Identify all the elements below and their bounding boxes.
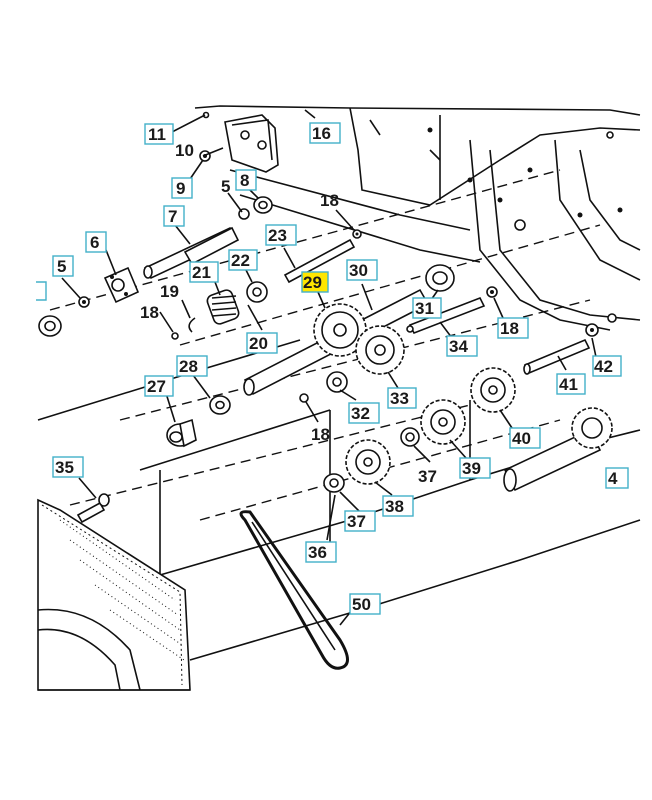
svg-text:20: 20 (249, 334, 268, 353)
svg-text:21: 21 (192, 263, 211, 282)
upper-shaft-assembly (38, 196, 273, 337)
svg-text:6: 6 (90, 233, 99, 252)
svg-text:22: 22 (231, 251, 250, 270)
callout-18-lower[interactable]: 18 (311, 425, 330, 444)
callout-33[interactable]: 33 (387, 387, 417, 409)
callout-11[interactable]: 11 (144, 123, 174, 145)
shaft-30-assembly (243, 264, 498, 396)
svg-text:35: 35 (55, 458, 74, 477)
callout-10[interactable]: 10 (175, 141, 194, 160)
callout-20[interactable]: 20 (246, 332, 278, 354)
svg-text:23: 23 (268, 226, 287, 245)
callout-31[interactable]: 31 (412, 297, 442, 319)
svg-text:41: 41 (559, 375, 578, 394)
svg-text:31: 31 (415, 299, 434, 318)
drive-belt-50 (239, 510, 349, 670)
svg-text:5: 5 (221, 177, 230, 196)
callout-18-right[interactable]: 18 (497, 317, 529, 339)
callout-34[interactable]: 34 (446, 335, 478, 357)
callout-5-upper[interactable]: 5 (221, 177, 230, 196)
callout-38[interactable]: 38 (382, 495, 414, 517)
callout-8[interactable]: 8 (235, 169, 257, 191)
callout-22[interactable]: 22 (228, 249, 258, 271)
svg-text:38: 38 (385, 497, 404, 516)
svg-text:29: 29 (303, 273, 322, 292)
callout-cutoff-left (36, 281, 47, 301)
svg-text:28: 28 (179, 357, 198, 376)
svg-text:18: 18 (500, 319, 519, 338)
shaft-34 (406, 296, 486, 335)
svg-text:4: 4 (608, 469, 618, 488)
bearings-27-28-32 (166, 371, 348, 448)
svg-text:32: 32 (351, 404, 370, 423)
gearbox-housing (37, 498, 191, 691)
callout-4[interactable]: 4 (605, 467, 629, 489)
svg-text:7: 7 (168, 207, 177, 226)
callout-29-highlighted[interactable]: 29 (301, 271, 329, 293)
svg-text:18: 18 (140, 303, 159, 322)
callout-27[interactable]: 27 (144, 375, 174, 397)
callout-5-left[interactable]: 5 (52, 255, 74, 277)
svg-text:50: 50 (352, 595, 371, 614)
svg-text:40: 40 (512, 429, 531, 448)
callout-18-upper[interactable]: 18 (320, 191, 339, 210)
callout-42[interactable]: 42 (592, 355, 622, 377)
svg-text:36: 36 (308, 543, 327, 562)
svg-text:37: 37 (418, 467, 437, 486)
callout-28[interactable]: 28 (176, 355, 208, 377)
callout-23[interactable]: 23 (265, 224, 297, 246)
callout-37-left[interactable]: 37 (344, 510, 376, 532)
svg-text:27: 27 (147, 377, 166, 396)
sprockets-38-39 (323, 399, 613, 493)
svg-text:18: 18 (311, 425, 330, 444)
sprocket-40-shaft-41 (470, 313, 617, 413)
svg-text:42: 42 (594, 357, 613, 376)
callout-7[interactable]: 7 (163, 205, 185, 227)
svg-text:5: 5 (57, 257, 66, 276)
callout-9[interactable]: 9 (171, 177, 193, 199)
svg-text:18: 18 (320, 191, 339, 210)
callout-37-right[interactable]: 37 (418, 467, 437, 486)
gear-21-bushing-22 (171, 281, 268, 340)
callout-32[interactable]: 32 (348, 402, 380, 424)
callout-21[interactable]: 21 (189, 261, 219, 283)
callout-50[interactable]: 50 (349, 593, 381, 615)
callout-18-left[interactable]: 18 (140, 303, 159, 322)
callout-16[interactable]: 16 (309, 122, 341, 144)
svg-text:19: 19 (160, 282, 179, 301)
callout-35[interactable]: 35 (52, 456, 84, 478)
svg-text:34: 34 (449, 337, 468, 356)
callout-19[interactable]: 19 (160, 282, 179, 301)
svg-text:39: 39 (462, 459, 481, 478)
callout-41[interactable]: 41 (556, 373, 586, 395)
mounting-bracket (199, 111, 279, 173)
callout-30[interactable]: 30 (346, 259, 378, 281)
svg-text:16: 16 (312, 124, 331, 143)
svg-text:8: 8 (240, 171, 249, 190)
svg-text:30: 30 (349, 261, 368, 280)
callout-39[interactable]: 39 (459, 457, 491, 479)
svg-text:11: 11 (148, 125, 166, 144)
callout-6[interactable]: 6 (85, 231, 107, 253)
svg-text:10: 10 (175, 141, 194, 160)
svg-text:37: 37 (347, 512, 366, 531)
callout-40[interactable]: 40 (509, 427, 541, 449)
bolt-35 (76, 493, 110, 524)
callout-36[interactable]: 36 (305, 541, 337, 563)
svg-text:33: 33 (390, 389, 409, 408)
svg-text:9: 9 (176, 179, 185, 198)
